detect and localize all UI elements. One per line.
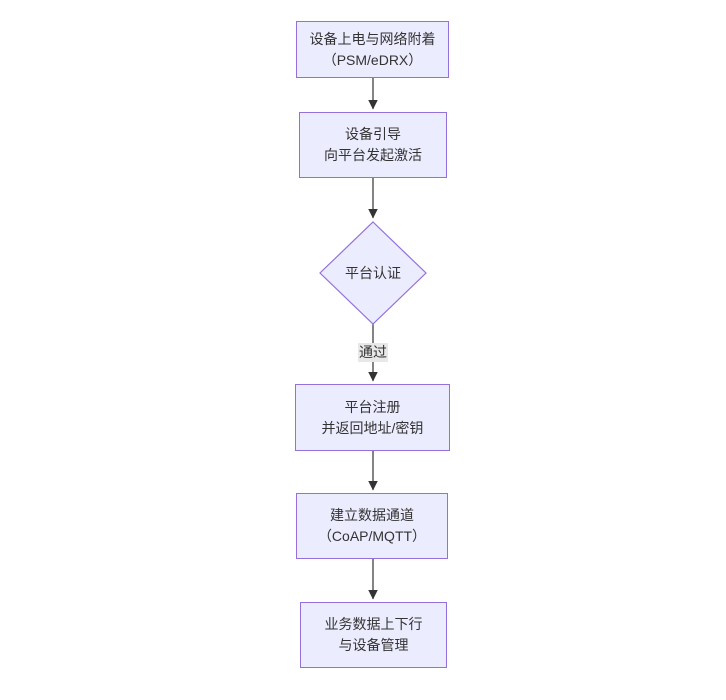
node-line: 向平台发起激活 bbox=[324, 147, 422, 163]
flow-node-register: 平台注册 并返回地址/密钥 bbox=[295, 384, 450, 451]
edge-label-text: 通过 bbox=[359, 344, 387, 360]
flow-node-data-channel: 建立数据通道 （CoAP/MQTT） bbox=[296, 493, 448, 559]
node-line: （CoAP/MQTT） bbox=[317, 528, 427, 544]
flow-node-power-attach: 设备上电与网络附着 （PSM/eDRX） bbox=[296, 21, 449, 78]
decision-platform-auth bbox=[319, 221, 427, 325]
node-line: 业务数据上下行 bbox=[324, 616, 423, 632]
node-line: 设备上电与网络附着 bbox=[309, 30, 436, 47]
node-line: （PSM/eDRX） bbox=[322, 51, 423, 68]
node-line: 建立数据通道 bbox=[330, 507, 414, 523]
node-line: 与设备管理 bbox=[338, 637, 409, 653]
node-line: 平台注册 bbox=[344, 398, 401, 415]
flow-node-business: 业务数据上下行 与设备管理 bbox=[300, 602, 447, 668]
node-line: 并返回地址/密钥 bbox=[321, 419, 424, 436]
flow-node-bootstrap: 设备引导 向平台发起激活 bbox=[299, 112, 447, 178]
decision-platform-auth-label: 平台认证 bbox=[345, 263, 401, 283]
node-line: 平台认证 bbox=[345, 265, 401, 281]
node-line: 设备引导 bbox=[345, 126, 401, 142]
edge-label-pass: 通过 bbox=[358, 343, 388, 362]
